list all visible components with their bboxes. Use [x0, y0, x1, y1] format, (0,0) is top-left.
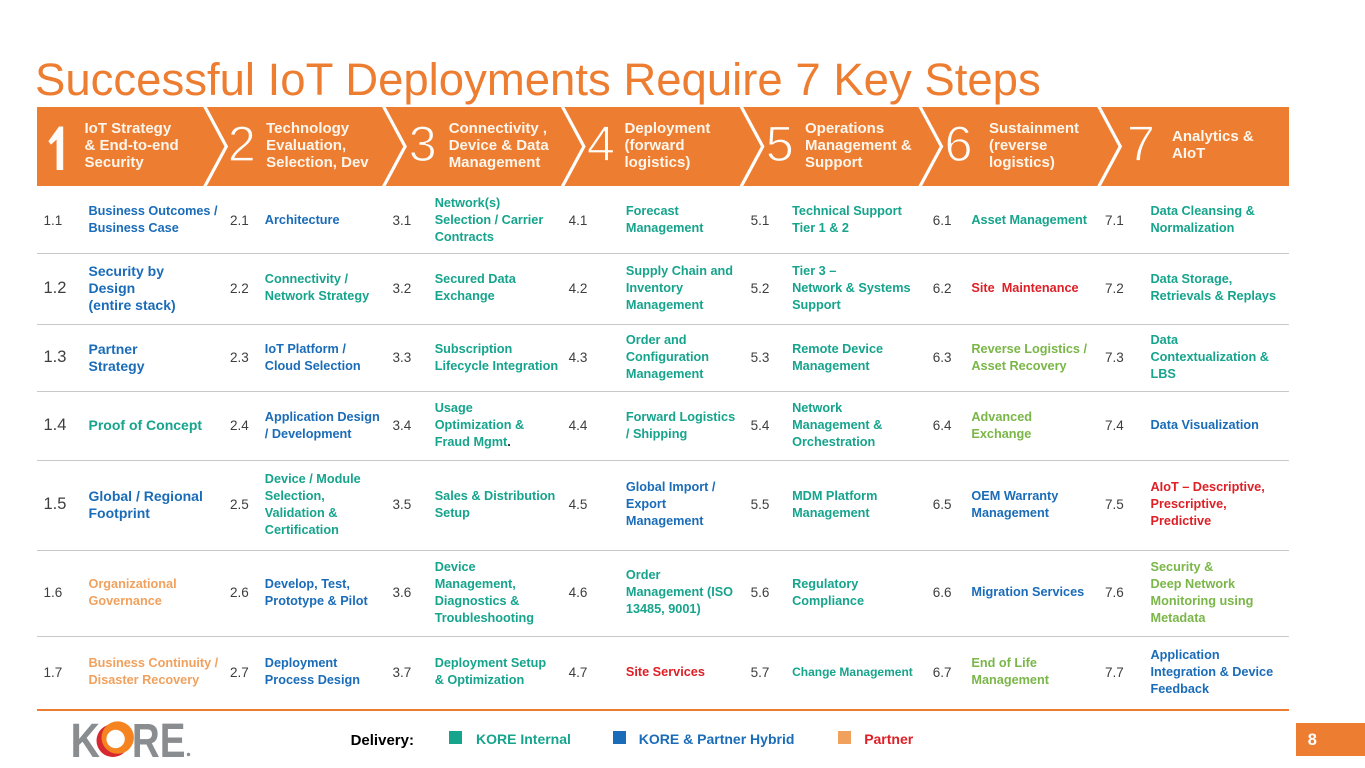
svg-text:K: K — [71, 716, 101, 766]
svg-text:RE: RE — [132, 716, 186, 766]
